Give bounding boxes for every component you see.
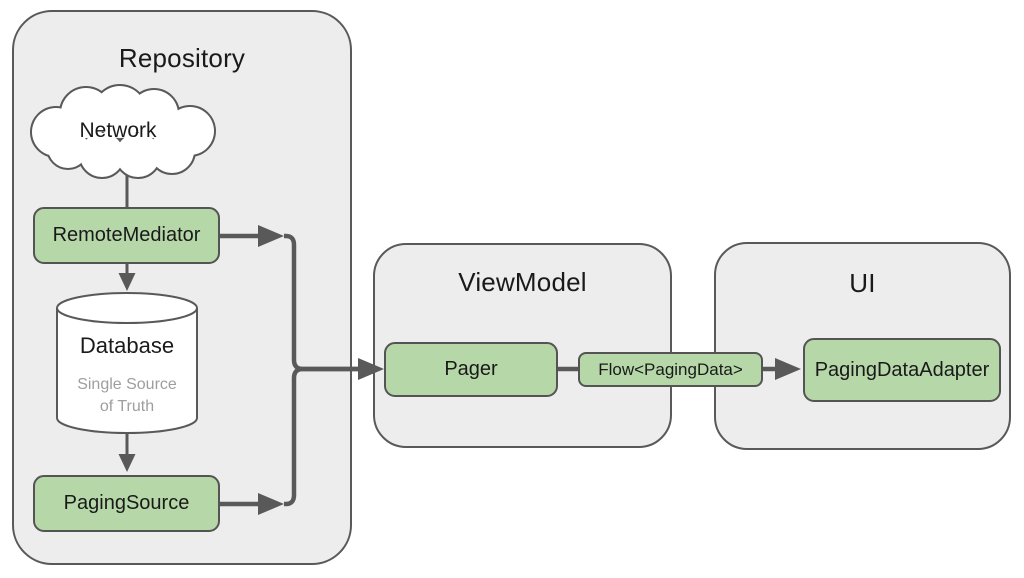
repository-title: Repository bbox=[118, 43, 246, 73]
viewmodel-title: ViewModel bbox=[458, 267, 587, 297]
flow-pagingdata-node: Flow<PagingData> bbox=[578, 352, 763, 387]
pager-node: Pager bbox=[384, 342, 558, 397]
database-sublabel: Single Source of Truth bbox=[77, 376, 177, 415]
paging-data-adapter-node: PagingDataAdapter bbox=[803, 338, 1001, 402]
paging-source-node: PagingSource bbox=[33, 475, 220, 532]
network-label: Network bbox=[79, 119, 157, 142]
database-label: Database bbox=[79, 333, 175, 358]
remote-mediator-node: RemoteMediator bbox=[33, 207, 220, 264]
ui-title: UI bbox=[849, 268, 876, 298]
